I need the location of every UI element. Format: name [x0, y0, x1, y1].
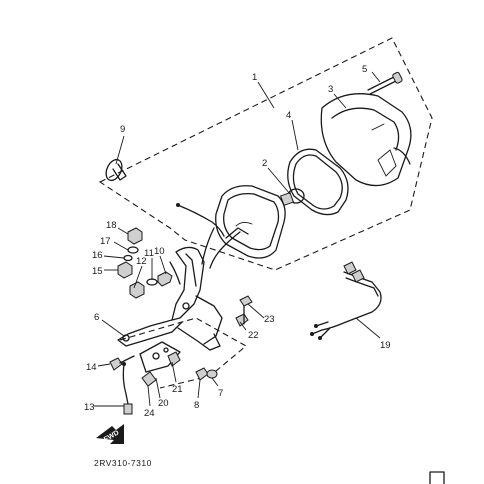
part-number-19: 19: [380, 340, 391, 351]
bolt-22-23: [235, 295, 253, 327]
part-number-5: 5: [362, 64, 367, 75]
socket-cord: [122, 362, 133, 415]
part-number-8: 8: [194, 400, 199, 411]
part-number-15: 15: [92, 266, 103, 277]
part-number-11: 11: [144, 248, 154, 259]
part-number-6: 6: [94, 312, 99, 323]
part-number-1: 1: [252, 72, 257, 83]
tail-light-housing: [176, 185, 286, 269]
bulb: [279, 188, 305, 207]
part-number-labels: 1 2 3 4 5 6 7 8 9 10 11 12 13 14 15 16 1…: [84, 64, 391, 419]
part-number-7: 7: [218, 388, 223, 399]
nut-stack: [117, 227, 173, 299]
forward-arrow: FWD: [96, 424, 124, 444]
assembly-boundary: [98, 37, 433, 271]
part-number-2: 2: [262, 158, 267, 169]
part-number-3: 3: [328, 84, 333, 95]
screw: [367, 71, 403, 95]
tail-light-cover: [320, 93, 412, 187]
part-number-9: 9: [120, 124, 125, 135]
part-number-10: 10: [154, 246, 165, 257]
nut-8: [195, 367, 209, 381]
part-number-24: 24: [144, 408, 155, 419]
part-number-12: 12: [136, 256, 147, 267]
license-bracket: [117, 246, 223, 351]
part-number-16: 16: [92, 250, 103, 261]
wire-harness: [310, 261, 382, 340]
corner-mark: [429, 471, 445, 484]
rubber-damper: [141, 371, 157, 387]
part-number-4: 4: [286, 110, 291, 121]
reflector-bracket: [139, 341, 181, 373]
rubber-grommet: [105, 158, 127, 182]
part-number-14: 14: [86, 362, 97, 373]
washer-7: [206, 369, 218, 379]
part-number-20: 20: [158, 398, 169, 409]
part-number-17: 17: [100, 236, 111, 247]
bolt-14: [109, 355, 135, 371]
drawing-code: 2RV310-7310: [94, 458, 152, 468]
sub-assembly-boundary: [119, 317, 247, 389]
part-number-13: 13: [84, 402, 95, 413]
part-number-18: 18: [106, 220, 117, 231]
part-number-22: 22: [248, 330, 259, 341]
part-number-21: 21: [172, 384, 183, 395]
part-number-23: 23: [264, 314, 275, 325]
lens-gasket: [287, 148, 349, 216]
leader-lines: [94, 71, 381, 407]
